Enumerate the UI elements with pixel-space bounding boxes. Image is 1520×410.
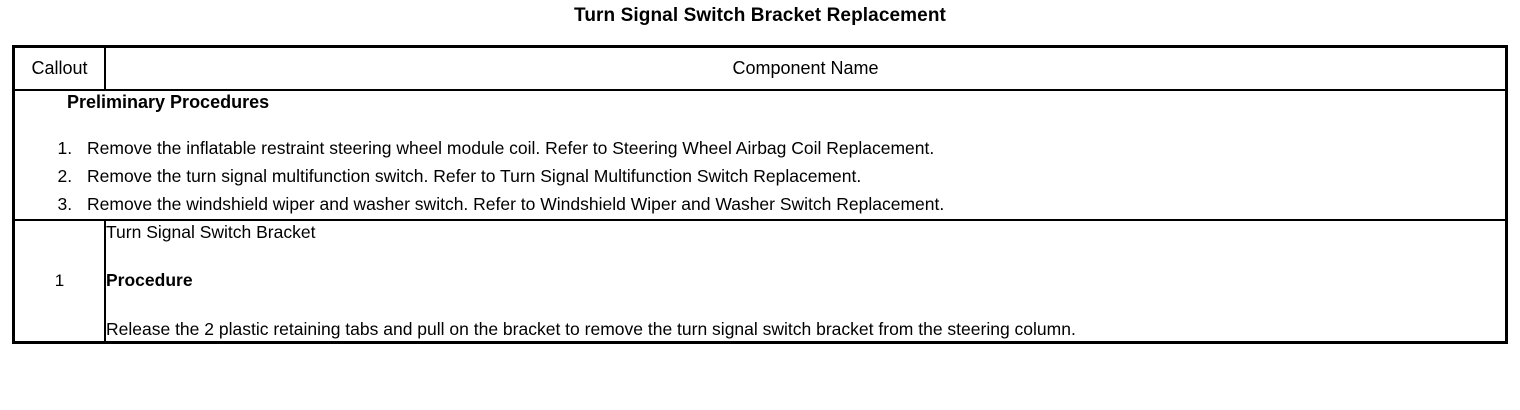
component-name-text: Turn Signal Switch Bracket (106, 221, 316, 242)
table-header: Callout Component Name (12, 45, 1508, 91)
table-body: Preliminary Procedures Remove the inflat… (12, 89, 1508, 344)
list-item: Remove the turn signal multifunction swi… (77, 162, 1505, 190)
preliminary-procedures-row: Preliminary Procedures Remove the inflat… (12, 89, 1508, 221)
list-item: Remove the inflatable restraint steering… (77, 134, 1505, 162)
list-item: Remove the windshield wiper and washer s… (77, 190, 1505, 218)
preliminary-procedures-cell: Preliminary Procedures Remove the inflat… (12, 89, 1508, 221)
preliminary-procedures-heading: Preliminary Procedures (67, 92, 270, 112)
table-header-row: Callout Component Name (12, 45, 1508, 91)
page-title: Turn Signal Switch Bracket Replacement (574, 5, 946, 26)
component-description-cell: Turn Signal Switch Bracket Procedure Rel… (104, 218, 1508, 344)
procedure-heading: Procedure (106, 270, 193, 291)
procedure-text: Release the 2 plastic retaining tabs and… (106, 318, 1076, 339)
preliminary-steps-list: Remove the inflatable restraint steering… (15, 134, 1505, 219)
spacer (106, 244, 1505, 269)
callout-number: 1 (12, 218, 106, 344)
column-header-component-name: Component Name (104, 45, 1508, 91)
procedure-table-container: Callout Component Name Preliminary Proce… (12, 45, 1508, 345)
spacer (106, 293, 1505, 318)
column-header-callout: Callout (12, 45, 106, 91)
procedure-table: Callout Component Name Preliminary Proce… (12, 45, 1508, 345)
table-row: 1 Turn Signal Switch Bracket Procedure R… (12, 218, 1508, 344)
